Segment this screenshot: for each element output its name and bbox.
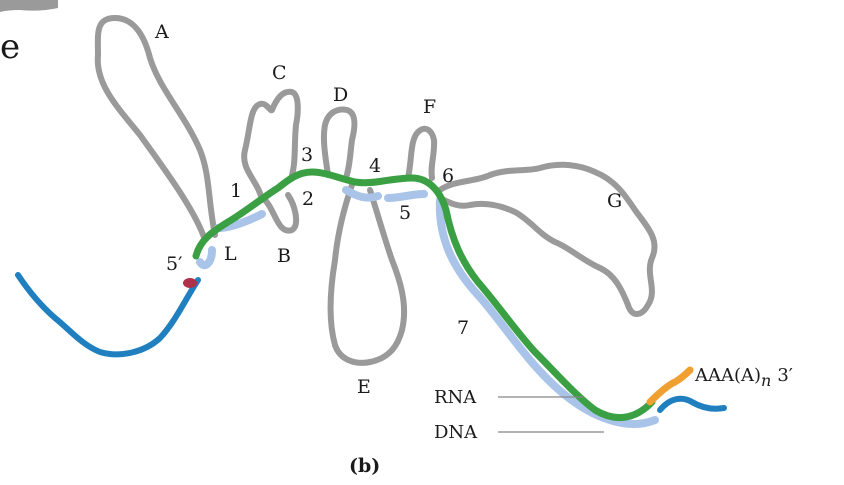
loop-label-d: D [333, 84, 348, 106]
rna-label: RNA [434, 387, 477, 408]
loop-label-f: F [423, 96, 436, 118]
poly-a-label: AAA(A)n 3′ [694, 365, 793, 390]
panel-letter: e [0, 27, 20, 67]
intron-loop-b [262, 192, 300, 234]
exon-label-5: 5 [399, 202, 411, 224]
exon-label-4: 4 [369, 155, 381, 177]
intron-loop-e [327, 182, 408, 366]
figure-caption: (b) [349, 455, 380, 477]
cropped-image-fragment [0, 0, 58, 12]
loop-label-g: G [607, 190, 622, 212]
poly-a-tail [646, 366, 694, 406]
poly-a-prefix: AAA(A) [694, 365, 761, 386]
poly-a-subscript: n [761, 371, 771, 390]
loop-label-a: A [154, 21, 169, 43]
intron-loop-d [320, 106, 358, 181]
dna-template-left [196, 246, 216, 270]
exon-label-2: 2 [302, 188, 314, 210]
exon-label-7: 7 [457, 317, 469, 339]
intron-loop-c [241, 88, 301, 203]
intron-loop-g [437, 161, 658, 317]
exon-label-6: 6 [442, 165, 454, 187]
mrna-strand [192, 168, 656, 422]
exon-label-l: L [224, 243, 237, 265]
loop-label-b: B [277, 245, 291, 267]
five-prime-cap [183, 278, 197, 288]
flanking-dna-left [15, 272, 201, 358]
intron-loop-f [405, 125, 438, 181]
exon-label-1: 1 [230, 180, 242, 202]
dna-template-mid [342, 186, 382, 202]
dna-label: DNA [434, 422, 478, 443]
exon-label-3: 3 [301, 144, 313, 166]
loop-label-e: E [357, 376, 371, 398]
three-prime-label: 3′ [777, 365, 793, 386]
flanking-dna-right [657, 395, 727, 413]
loop-label-c: C [272, 62, 287, 84]
five-prime-label: 5′ [166, 253, 182, 275]
dna-template-5 [384, 190, 428, 202]
intron-loop-a [94, 15, 218, 243]
